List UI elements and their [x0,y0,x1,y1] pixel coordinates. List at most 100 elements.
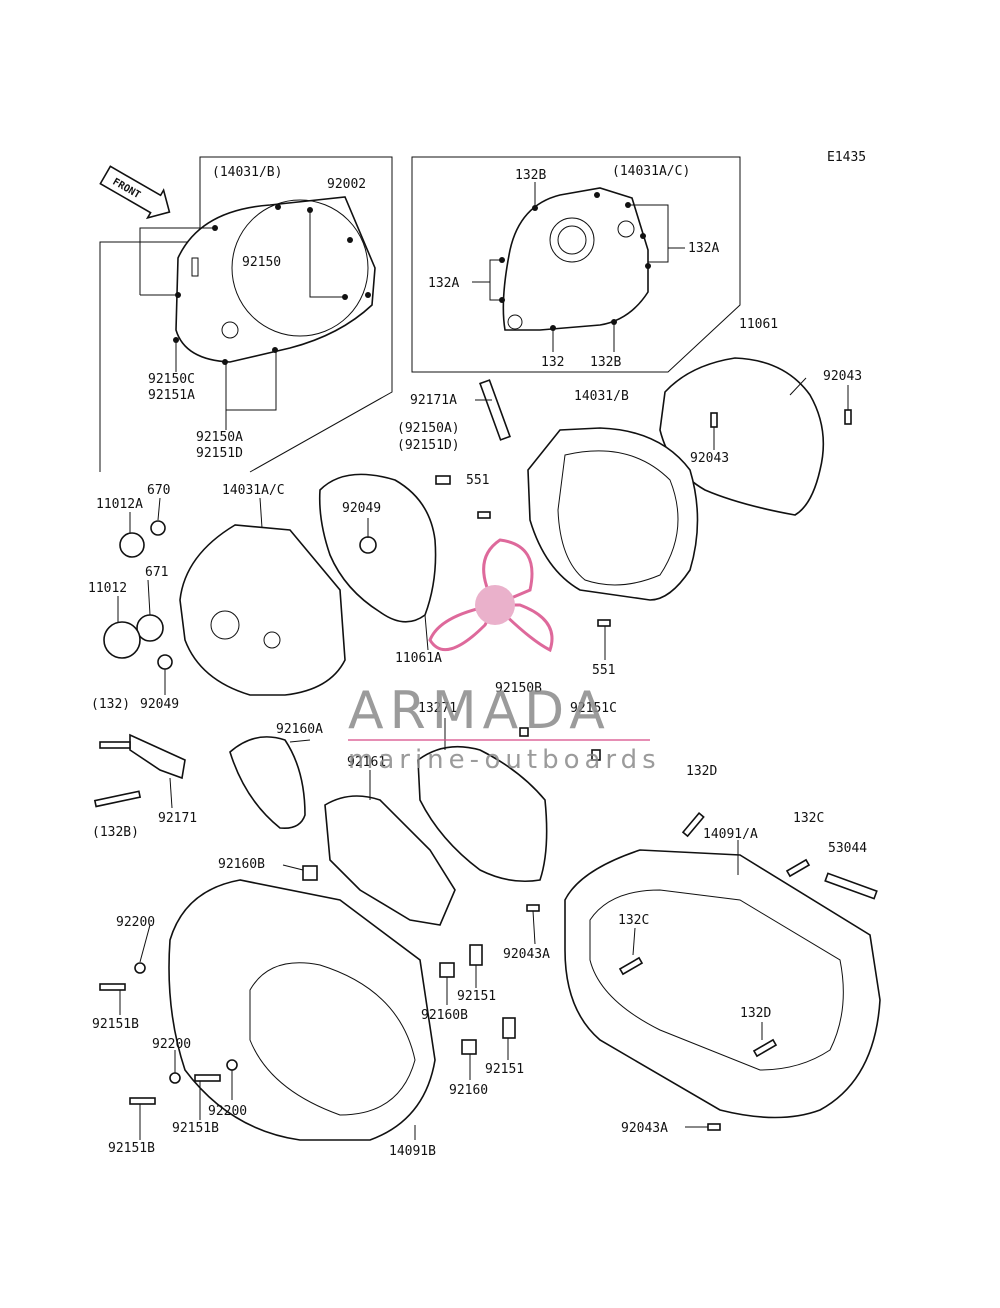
plate-13271 [417,745,548,883]
gasket-11061 [659,357,825,516]
part-label: 92161 [347,755,386,770]
part-label: 92150B [495,681,542,696]
part-label: (92151D) [397,438,460,453]
part-label: 132D [686,764,717,779]
gasket-11061a [318,473,437,623]
part-label: 92151 [485,1062,524,1077]
part-label: 11012 [88,581,127,596]
part-label: 11012A [96,497,143,512]
part-label: (132B) [92,825,139,840]
dowel-pin-92043-mid [710,412,718,428]
part-label: 92043A [621,1121,668,1136]
inset-right-label: 132 [541,355,564,370]
part-label: 92160B [421,1008,468,1023]
dowel-551-top [477,511,491,519]
logo-sub-text: marine-outboards [348,745,661,775]
washer-92200-bot [226,1059,238,1071]
armada-logo: ARMADA marine-outboards [348,538,661,775]
collar-92160b-top [302,865,318,881]
o-ring-670 [150,520,166,536]
bolt-132 [99,741,131,749]
washer-92200-top [134,962,146,974]
dowel-92043a-mid [526,904,540,912]
inset-right: (14031A/C) 132B 132A 132A 132 132B [411,156,741,373]
part-label: 92049 [140,697,179,712]
part-label: 92151 [457,989,496,1004]
part-label: 14091B [389,1144,436,1159]
inset-right-label: 132B [590,355,621,370]
part-label: 53044 [828,841,867,856]
bolt-132b [93,790,142,808]
part-label: 92043 [823,369,862,384]
leader-lines [117,377,849,1140]
part-label: 132C [618,913,649,928]
part-label: 132C [793,811,824,826]
clutch-cover-14031b [527,427,699,601]
part-label: 14031A/C [222,483,285,498]
part-label: (132) [91,697,130,712]
part-label: 14091/A [703,827,758,842]
bolt-92150b [519,727,529,737]
stud-92151-b [502,1017,516,1039]
outer-cover-14091a [564,849,881,1119]
bracket-92171a [479,379,511,441]
inset-left-label: 92002 [327,177,366,192]
inset-left-label: 92150 [242,255,281,270]
bolt-92151b-b [194,1074,221,1082]
part-label: 92151B [108,1141,155,1156]
collar-92160b-bot [439,962,455,978]
washer-92049-top [359,536,377,554]
dowel-551-bot [597,619,611,627]
cap-11012 [103,621,141,659]
inset-left-label: 92151D [196,446,243,461]
cap-11012a [119,532,145,558]
part-label: 551 [466,473,489,488]
part-labels: 11061 92043 14031/B 92171A (92150A) (921… [88,317,867,1159]
washer-92200-mid [169,1072,181,1084]
part-label: 92171A [410,393,457,408]
part-label: 11061A [395,651,442,666]
bolt-92151b-a [99,983,126,991]
part-label: 92200 [116,915,155,930]
o-ring-671 [136,614,164,642]
part-label: 92160B [218,857,265,872]
clutch-cover-14031ac [179,524,346,696]
inset-left-label: 92151A [148,388,195,403]
plate-92161 [324,795,456,926]
part-label: 11061 [739,317,778,332]
part-label: 92049 [342,501,381,516]
part-label: 670 [147,483,170,498]
part-label: 92160A [276,722,323,737]
part-label: 92171 [158,811,197,826]
inset-right-label: 132A [428,276,459,291]
inset-left-title: (14031/B) [212,165,282,180]
bolt-92150a-inset [435,475,451,485]
bolt-132d-bot [752,1038,778,1058]
stud-92151-a [469,944,483,966]
bolt-92151b-c [129,1097,156,1105]
bracket-92171 [129,733,186,780]
propeller-logo-icon [428,538,554,653]
part-label: 92200 [208,1104,247,1119]
part-label: 132D [740,1006,771,1021]
dowel-92043a-bot [707,1123,721,1131]
part-label: 92151B [92,1017,139,1032]
diagram-code: E1435 [827,150,866,165]
collar-92160 [461,1039,477,1055]
plate-92160a [229,736,306,830]
washer-92049-bot [157,654,173,670]
part-label: 92151B [172,1121,219,1136]
outer-cover-14091b [168,879,436,1141]
inset-left: (14031/B) 92002 92150 92150C 92151A 9215… [99,156,393,473]
part-label: 13271 [418,701,457,716]
bolt-132c-mid [618,956,644,976]
logo-main-text: ARMADA [348,681,611,741]
part-label: 92160 [449,1083,488,1098]
bolt-132c-top [785,858,811,878]
part-label: 92200 [152,1037,191,1052]
part-label: 14031/B [574,389,629,404]
part-label: 92151C [570,701,617,716]
part-label: 551 [592,663,615,678]
bolt-132d-top [681,811,705,838]
